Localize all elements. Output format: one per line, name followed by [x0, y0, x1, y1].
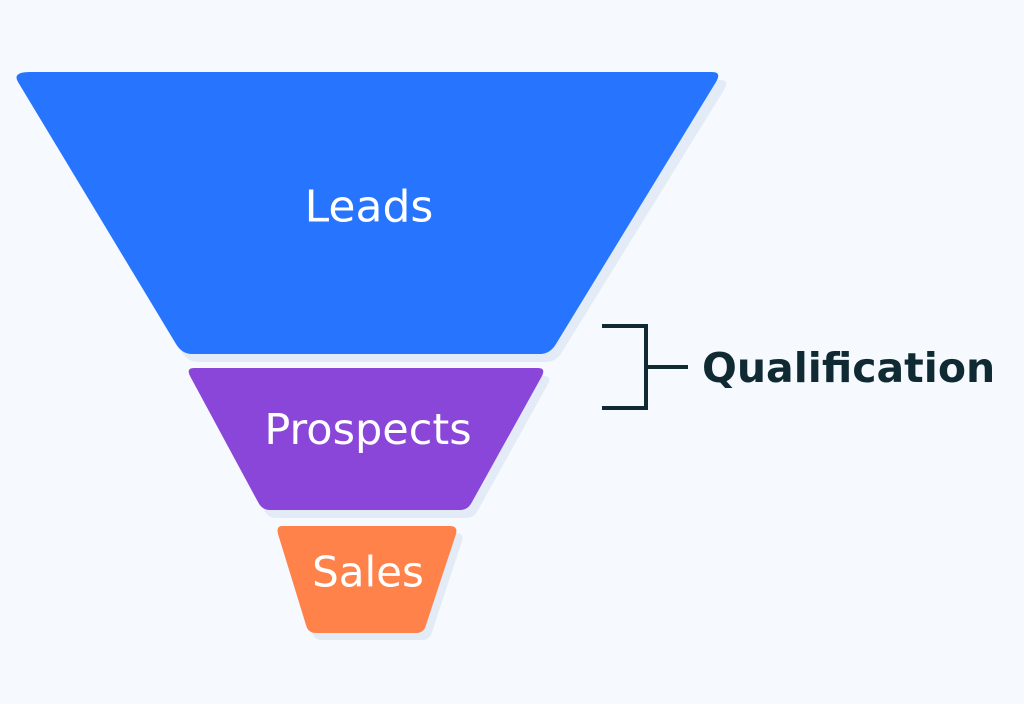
qualification-bracket — [602, 324, 688, 410]
stage-labels: Leads Prospects Sales — [264, 182, 471, 597]
stage-shapes — [16, 72, 719, 633]
prospects-label: Prospects — [264, 405, 471, 455]
qualification-label: Qualification — [702, 344, 995, 392]
sales-stage — [277, 526, 457, 633]
leads-label: Leads — [305, 182, 434, 233]
leads-stage — [16, 72, 719, 354]
qualification-annotation: Qualification — [602, 324, 995, 410]
prospects-stage — [188, 368, 544, 510]
sales-label: Sales — [312, 548, 424, 597]
